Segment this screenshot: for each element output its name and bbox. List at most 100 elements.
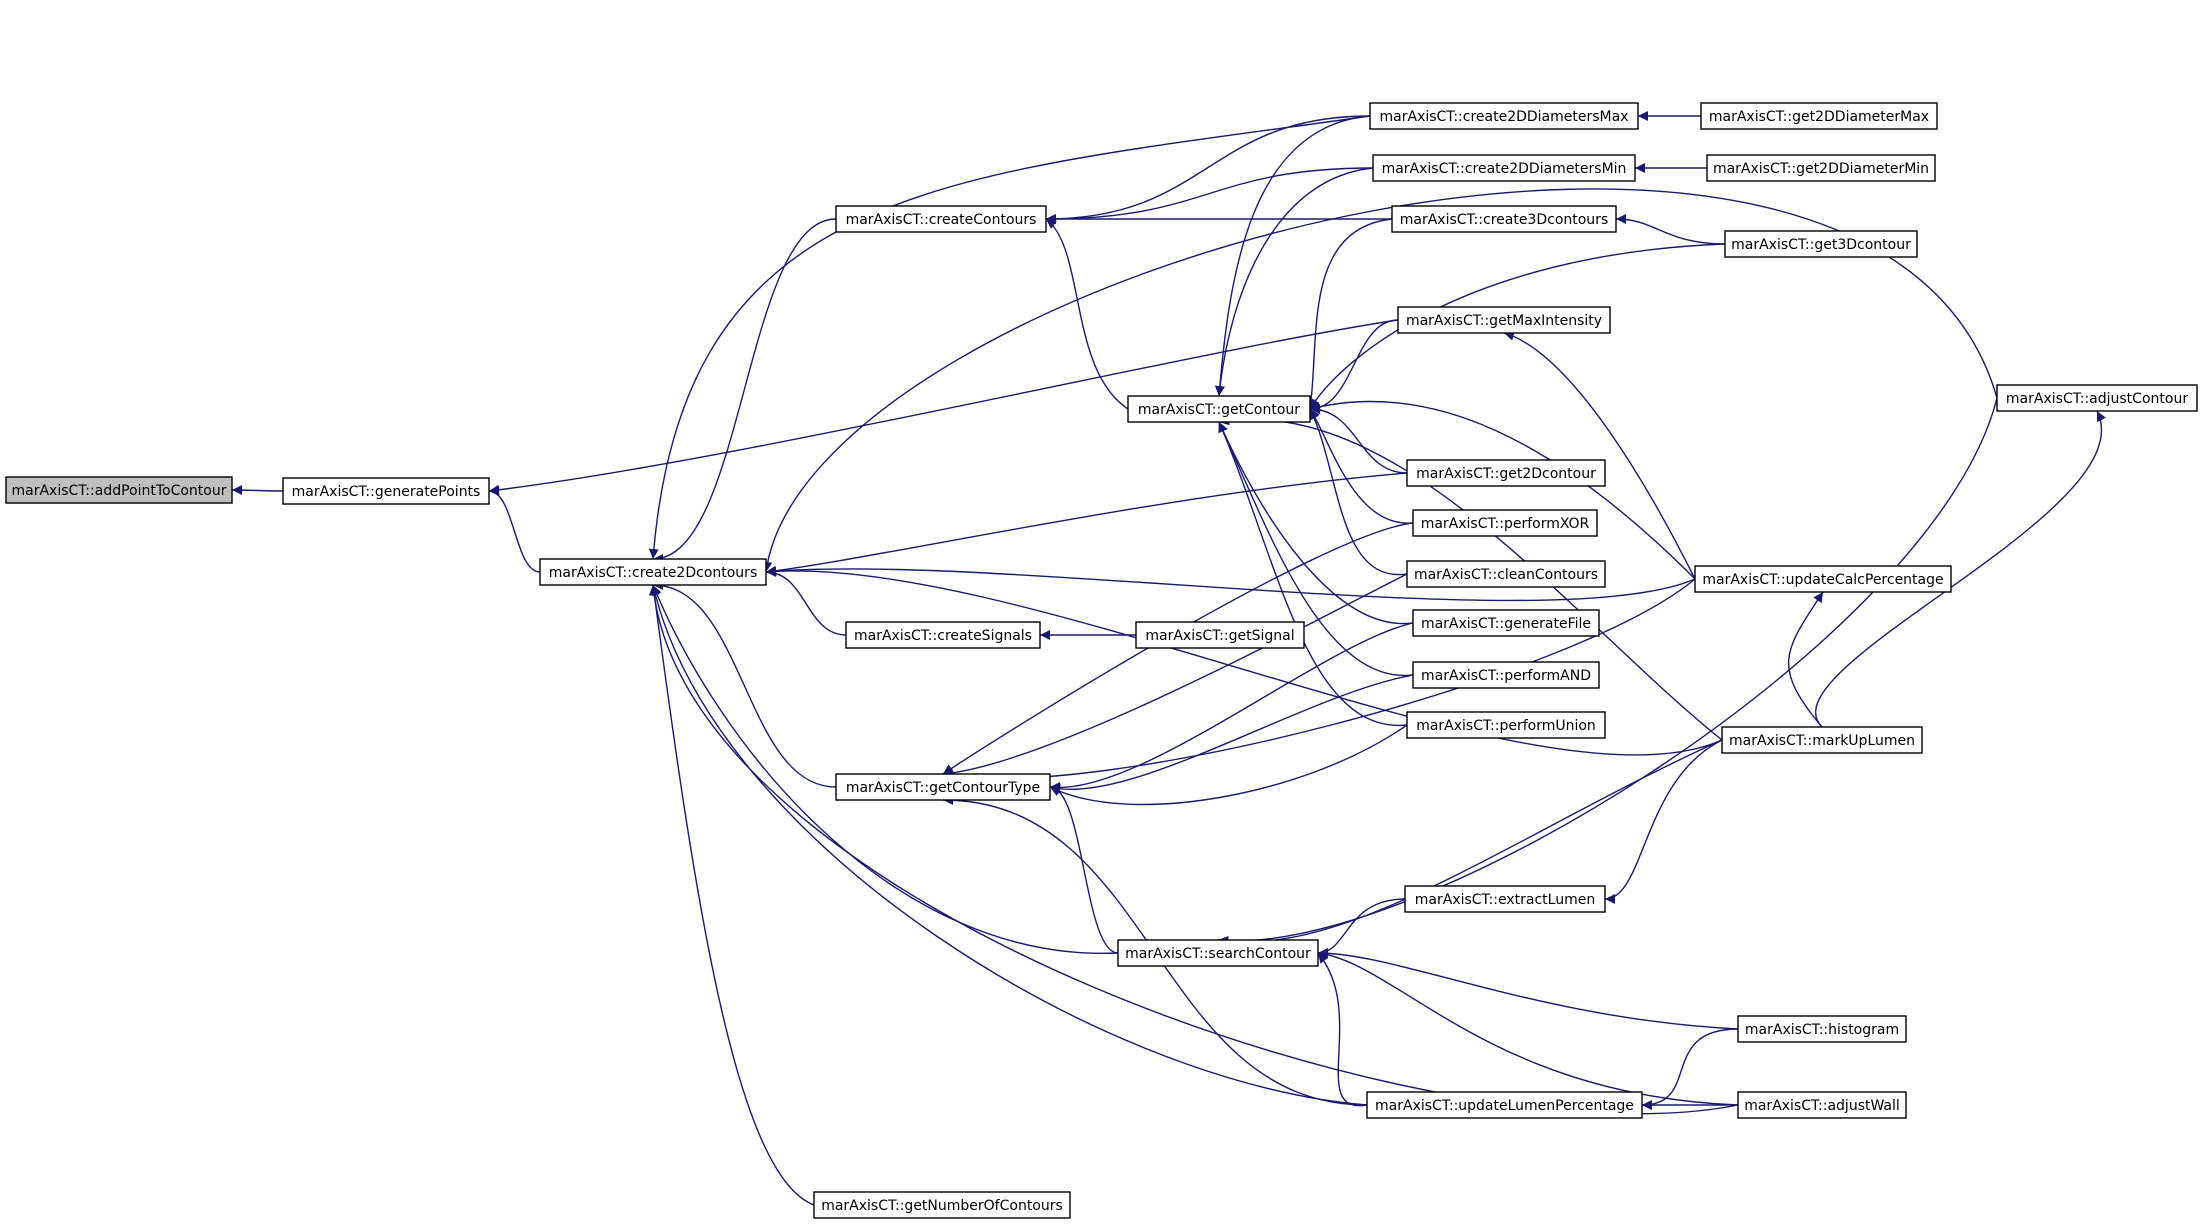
node-box bbox=[1700, 102, 1938, 130]
node-create2Dcontours[interactable]: marAxisCT::create2Dcontours bbox=[539, 558, 767, 586]
node-box bbox=[1397, 306, 1611, 334]
node-performUnion[interactable]: marAxisCT::performUnion bbox=[1406, 711, 1606, 739]
node-addPointToContour[interactable]: marAxisCT::addPointToContour bbox=[5, 476, 233, 504]
node-label: marAxisCT::performUnion bbox=[1416, 718, 1596, 734]
node-get2DDiameterMin[interactable]: marAxisCT::get2DDiameterMin bbox=[1706, 154, 1936, 182]
node-box bbox=[5, 476, 233, 504]
node-label: marAxisCT::create3Dcontours bbox=[1400, 212, 1608, 228]
node-box bbox=[835, 773, 1051, 801]
edge-markUpLumen-to-extractLumen bbox=[1604, 739, 1723, 904]
edge-create2DDiametersMax-to-createContours bbox=[1045, 115, 1371, 224]
node-label: marAxisCT::generatePoints bbox=[292, 484, 481, 500]
node-box bbox=[1406, 560, 1606, 588]
edge-histogram-to-searchContour bbox=[1317, 948, 1739, 1030]
node-extractLumen[interactable]: marAxisCT::extractLumen bbox=[1404, 885, 1606, 913]
node-label: marAxisCT::createContours bbox=[846, 212, 1037, 228]
node-label: marAxisCT::updateLumenPercentage bbox=[1375, 1098, 1634, 1114]
node-label: marAxisCT::performXOR bbox=[1421, 516, 1590, 532]
edge-performXOR-to-getContour bbox=[1309, 408, 1414, 524]
node-label: marAxisCT::adjustWall bbox=[1744, 1098, 1900, 1114]
edge-performAND-to-getContour bbox=[1218, 421, 1414, 677]
node-label: marAxisCT::getContour bbox=[1138, 402, 1300, 418]
node-box bbox=[1406, 459, 1606, 487]
edge-create2DDiametersMax-to-create2Dcontours bbox=[648, 115, 1371, 560]
node-label: marAxisCT::cleanContours bbox=[1414, 567, 1598, 583]
node-get2DDiameterMax[interactable]: marAxisCT::get2DDiameterMax bbox=[1700, 102, 1938, 130]
node-updateCalcPercentage[interactable]: marAxisCT::updateCalcPercentage bbox=[1694, 565, 1952, 593]
node-label: marAxisCT::getMaxIntensity bbox=[1406, 313, 1602, 329]
node-label: marAxisCT::createSignals bbox=[854, 628, 1032, 644]
node-label: marAxisCT::markUpLumen bbox=[1729, 733, 1915, 749]
node-generateFile[interactable]: marAxisCT::generateFile bbox=[1412, 609, 1600, 637]
node-box bbox=[1412, 509, 1598, 537]
node-box bbox=[539, 558, 767, 586]
edge-markUpLumen-to-create2Dcontours bbox=[765, 566, 1723, 756]
edge-generateFile-to-getContour bbox=[1218, 421, 1414, 625]
node-label: marAxisCT::getSignal bbox=[1145, 628, 1294, 644]
node-performAND[interactable]: marAxisCT::performAND bbox=[1412, 661, 1600, 689]
node-cleanContours[interactable]: marAxisCT::cleanContours bbox=[1406, 560, 1606, 588]
node-getContour[interactable]: marAxisCT::getContour bbox=[1127, 395, 1311, 423]
edge-get2Dcontour-to-create2Dcontours bbox=[765, 472, 1408, 576]
edge-adjustWall-to-searchContour bbox=[1317, 949, 1739, 1106]
node-createContours[interactable]: marAxisCT::createContours bbox=[835, 205, 1047, 233]
node-label: marAxisCT::addPointToContour bbox=[12, 483, 227, 499]
edge-createSignals-to-create2Dcontours bbox=[765, 567, 847, 636]
edge-getContour-to-createContours bbox=[1045, 218, 1129, 410]
node-label: marAxisCT::getContourType bbox=[846, 780, 1040, 796]
node-createSignals[interactable]: marAxisCT::createSignals bbox=[845, 621, 1041, 649]
node-getMaxIntensity[interactable]: marAxisCT::getMaxIntensity bbox=[1397, 306, 1611, 334]
edge-getNumberOfContours-to-create2Dcontours bbox=[649, 584, 815, 1206]
node-get3Dcontour[interactable]: marAxisCT::get3Dcontour bbox=[1724, 230, 1918, 258]
edge-performAND-to-getContourType bbox=[1049, 674, 1414, 795]
edge-create2Dcontours-to-generatePoints bbox=[488, 486, 541, 573]
edge-searchContour-to-getContourType bbox=[1049, 782, 1119, 954]
edge-histogram-to-updateLumenPercentage bbox=[1641, 1028, 1739, 1110]
node-create3Dcontours[interactable]: marAxisCT::create3Dcontours bbox=[1391, 205, 1617, 233]
node-box bbox=[1412, 609, 1600, 637]
node-markUpLumen[interactable]: marAxisCT::markUpLumen bbox=[1721, 726, 1923, 754]
node-label: marAxisCT::histogram bbox=[1745, 1022, 1899, 1038]
node-generatePoints[interactable]: marAxisCT::generatePoints bbox=[282, 477, 490, 505]
edge-markUpLumen-to-adjustContour bbox=[1815, 410, 2106, 728]
edge-performUnion-to-getContourType bbox=[1049, 724, 1408, 806]
node-box bbox=[1694, 565, 1952, 593]
node-box bbox=[1404, 885, 1606, 913]
node-box bbox=[1996, 384, 2198, 412]
edge-createContours-to-create2Dcontours bbox=[652, 218, 837, 564]
node-box bbox=[813, 1191, 1071, 1219]
node-get2Dcontour[interactable]: marAxisCT::get2Dcontour bbox=[1406, 459, 1606, 487]
node-performXOR[interactable]: marAxisCT::performXOR bbox=[1412, 509, 1598, 537]
node-updateLumenPercentage[interactable]: marAxisCT::updateLumenPercentage bbox=[1366, 1091, 1643, 1119]
node-label: marAxisCT::create2DDiametersMax bbox=[1380, 109, 1629, 125]
node-box bbox=[1412, 661, 1600, 689]
node-label: marAxisCT::getNumberOfContours bbox=[821, 1198, 1063, 1214]
node-searchContour[interactable]: marAxisCT::searchContour bbox=[1117, 939, 1319, 967]
node-create2DDiametersMin[interactable]: marAxisCT::create2DDiametersMin bbox=[1372, 154, 1636, 182]
edge-generatePoints-to-addPointToContour bbox=[231, 485, 284, 496]
node-adjustWall[interactable]: marAxisCT::adjustWall bbox=[1737, 1091, 1907, 1119]
node-label: marAxisCT::generateFile bbox=[1421, 616, 1591, 632]
node-label: marAxisCT::get3Dcontour bbox=[1731, 237, 1911, 253]
node-box bbox=[1706, 154, 1936, 182]
edge-cleanContours-to-getContour bbox=[1309, 408, 1408, 576]
edge-create3Dcontours-to-getContour bbox=[1306, 218, 1393, 410]
edge-get2Dcontour-to-getContour bbox=[1309, 404, 1408, 474]
edge-create2DDiametersMin-to-getContour bbox=[1215, 167, 1374, 397]
node-create2DDiametersMax[interactable]: marAxisCT::create2DDiametersMax bbox=[1369, 102, 1639, 130]
node-label: marAxisCT::adjustContour bbox=[2006, 391, 2188, 407]
edge-create2DDiametersMin-to-createContours bbox=[1045, 167, 1374, 224]
node-box bbox=[1117, 939, 1319, 967]
node-box bbox=[1737, 1091, 1907, 1119]
node-histogram[interactable]: marAxisCT::histogram bbox=[1737, 1015, 1907, 1043]
node-getSignal[interactable]: marAxisCT::getSignal bbox=[1135, 621, 1305, 649]
edge-get3Dcontour-to-create3Dcontours bbox=[1615, 214, 1726, 245]
node-box bbox=[835, 205, 1047, 233]
node-adjustContour[interactable]: marAxisCT::adjustContour bbox=[1996, 384, 2198, 412]
edge-updateCalcPercentage-to-getMaxIntensity bbox=[1503, 330, 1696, 580]
node-box bbox=[1135, 621, 1305, 649]
node-box bbox=[1127, 395, 1311, 423]
node-getContourType[interactable]: marAxisCT::getContourType bbox=[835, 773, 1051, 801]
node-getNumberOfContours[interactable]: marAxisCT::getNumberOfContours bbox=[813, 1191, 1071, 1219]
